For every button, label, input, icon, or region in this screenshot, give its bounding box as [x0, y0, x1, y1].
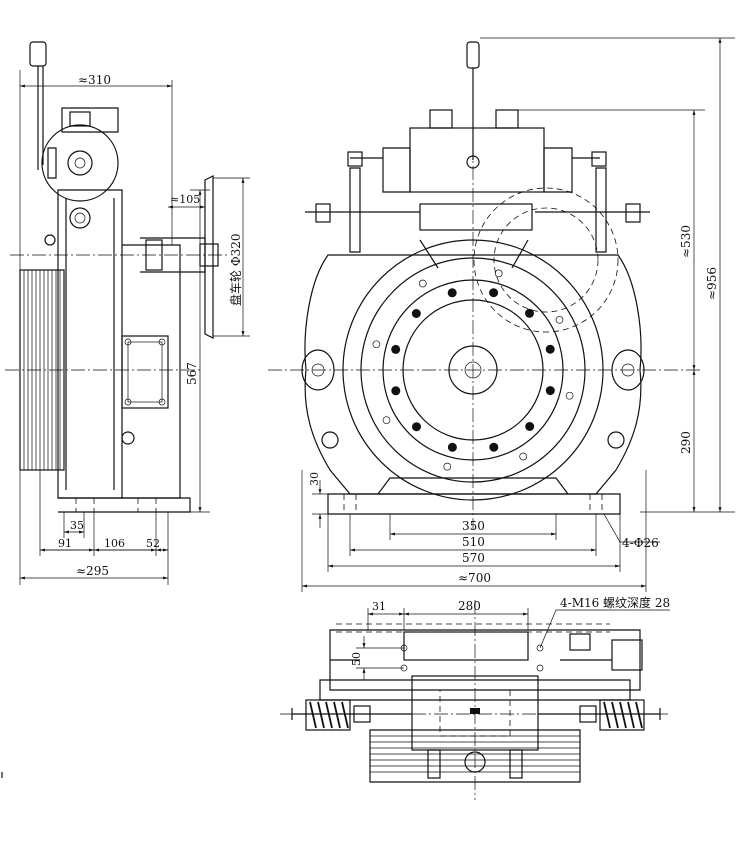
dim-700: ≈700: [458, 571, 491, 585]
dim-50: 50: [350, 652, 363, 666]
brake-disc-circle: [41, 124, 119, 202]
dim-thread: 4-M16 螺纹深度 28: [560, 595, 670, 610]
bolt-hole: [443, 462, 452, 471]
dim-height-290: 290: [679, 431, 693, 454]
bolt-hole: [555, 315, 564, 324]
bolt-hole: [391, 386, 401, 396]
side-view: ≈310 ≈105 盘车轮 Φ320 567 35 91 106 52 ≈295: [5, 41, 250, 585]
dim-height-530: ≈530: [679, 225, 693, 258]
bolt-circle: [372, 269, 574, 471]
dim-31: 31: [372, 600, 386, 613]
dim-106: 106: [104, 537, 125, 550]
dim-width-bottom: ≈295: [76, 564, 109, 578]
side-handle-grip: [29, 41, 47, 67]
bolt-hole: [489, 442, 499, 452]
dim-width-top: ≈310: [78, 73, 111, 87]
bolt-hole: [411, 309, 421, 318]
front-view: ≈956 ≈530 290 30 350 510 570 ≈700 4-Φ26: [268, 37, 735, 592]
left-spring: [305, 699, 351, 731]
dim-30: 30: [308, 472, 321, 486]
bolt-hole: [525, 308, 534, 318]
dim-flange-offset: ≈105: [170, 193, 200, 206]
bolt-hole: [418, 279, 427, 288]
bolt-hole: [494, 269, 503, 278]
dim-height-956: ≈956: [705, 267, 719, 300]
dim-280: 280: [458, 599, 481, 613]
dim-570: 570: [462, 551, 485, 565]
bolt-hole: [489, 288, 499, 298]
dim-holes: 4-Φ26: [622, 536, 659, 550]
bolt-hole: [545, 386, 555, 396]
dim-height-567: 567: [185, 362, 199, 385]
dim-35: 35: [70, 519, 84, 532]
bolt-hole: [565, 391, 574, 400]
front-handle-grip: [466, 41, 480, 69]
bolt-hole: [382, 416, 391, 425]
bolt-hole: [391, 344, 401, 354]
dim-350: 350: [462, 519, 485, 533]
bolt-hole: [545, 344, 555, 354]
bolt-hole: [519, 452, 528, 461]
dim-91: 91: [58, 537, 72, 550]
dim-52: 52: [146, 537, 160, 550]
bolt-hole: [447, 288, 457, 298]
bolt-hole: [372, 340, 381, 349]
top-view: 31 280 50 4-M16 螺纹深度 28: [280, 595, 670, 800]
bolt-hole: [447, 442, 457, 452]
bolt-hole: [525, 422, 535, 431]
bolt-hole: [412, 422, 421, 432]
right-spring: [599, 699, 645, 731]
dim-handwheel-diameter: 盘车轮 Φ320: [228, 233, 243, 306]
terminal-box: [121, 335, 169, 409]
dim-510: 510: [462, 535, 485, 549]
